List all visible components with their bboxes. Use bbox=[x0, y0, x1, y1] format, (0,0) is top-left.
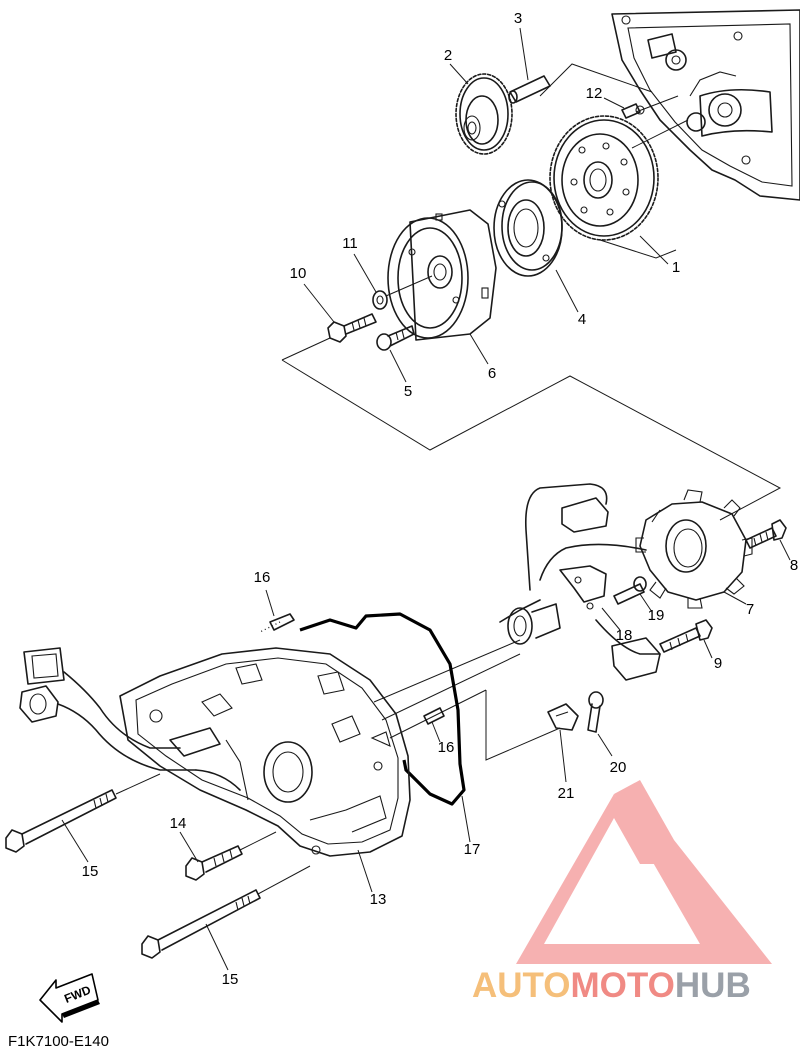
part-8-bolt bbox=[745, 519, 787, 549]
part-13-cover bbox=[119, 647, 411, 857]
part-4-starter-clutch bbox=[493, 179, 563, 277]
diagram-code: F1K7100-E140 bbox=[8, 1033, 109, 1050]
callout-2: 2 bbox=[444, 47, 452, 64]
callout-11: 11 bbox=[342, 235, 358, 252]
callout-20: 20 bbox=[610, 759, 627, 776]
part-15-bolt-lower bbox=[141, 889, 261, 959]
callout-5: 5 bbox=[404, 383, 412, 400]
callout-16-right: 16 bbox=[438, 739, 455, 756]
part-14-bolt bbox=[185, 845, 243, 881]
part-1-starter-gear bbox=[549, 115, 659, 241]
engine-crankcase bbox=[611, 9, 800, 201]
part-20-screw bbox=[587, 691, 604, 733]
part-16-dowel-top bbox=[269, 613, 295, 631]
part-15-bolt-upper bbox=[5, 789, 117, 853]
part-12-key bbox=[621, 103, 641, 119]
part-19-screw bbox=[613, 576, 647, 605]
part-5-screw bbox=[376, 325, 415, 351]
logo-part-hub: HUB bbox=[674, 966, 751, 1005]
part-11-washer bbox=[372, 290, 388, 310]
callout-12: 12 bbox=[586, 85, 603, 102]
callout-10: 10 bbox=[290, 265, 307, 282]
callout-3: 3 bbox=[514, 10, 522, 27]
part-21-clamp bbox=[547, 703, 579, 731]
callout-17: 17 bbox=[464, 841, 481, 858]
part-7-stator bbox=[635, 489, 753, 609]
logo-part-moto: MOTO bbox=[570, 966, 675, 1005]
part-3-pin bbox=[508, 75, 551, 104]
part-6-rotor bbox=[387, 209, 497, 341]
part-10-bolt bbox=[327, 313, 377, 343]
callout-7: 7 bbox=[746, 601, 754, 618]
callout-19: 19 bbox=[648, 607, 665, 624]
callout-14: 14 bbox=[170, 815, 187, 832]
wire-harness bbox=[499, 483, 661, 681]
left-connector-harness bbox=[19, 647, 241, 791]
automotohub-logo-text: AUTOMOTOHUB bbox=[472, 966, 751, 1006]
callout-4: 4 bbox=[578, 311, 586, 328]
fwd-arrow-icon: FWD bbox=[39, 973, 100, 1023]
callout-13: 13 bbox=[370, 891, 387, 908]
callout-numbers: 1 2 3 4 5 6 7 8 9 10 11 12 13 14 15 15 1… bbox=[82, 10, 799, 988]
callout-9: 9 bbox=[714, 655, 722, 672]
callout-15-upper: 15 bbox=[82, 863, 99, 880]
callout-8: 8 bbox=[790, 557, 798, 574]
part-17-gasket bbox=[299, 612, 466, 806]
callout-21: 21 bbox=[558, 785, 575, 802]
callout-6: 6 bbox=[488, 365, 496, 382]
part-16-dowel-right bbox=[423, 707, 445, 725]
part-2-idle-gear bbox=[455, 73, 513, 155]
callout-1: 1 bbox=[672, 259, 680, 276]
automotohub-logo-mark bbox=[516, 780, 772, 964]
callout-16-top: 16 bbox=[254, 569, 271, 586]
callout-15-lower: 15 bbox=[222, 971, 239, 988]
logo-part-auto: AUTO bbox=[472, 966, 571, 1005]
part-9-bolt bbox=[659, 619, 713, 653]
callout-leaders bbox=[61, 27, 791, 971]
callout-18: 18 bbox=[616, 627, 633, 644]
